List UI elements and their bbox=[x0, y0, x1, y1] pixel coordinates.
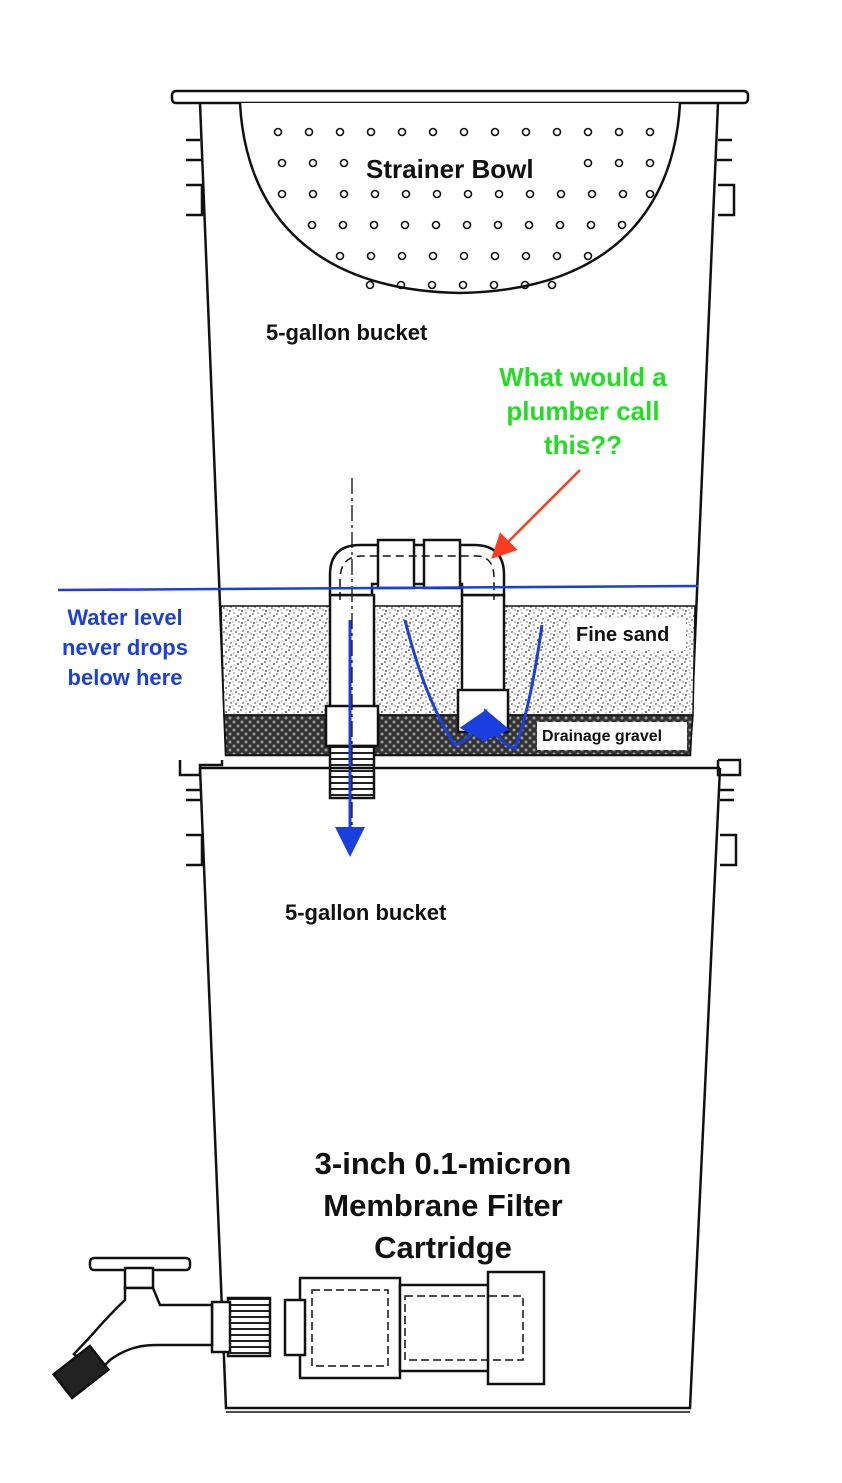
pointer-arrow bbox=[491, 469, 581, 559]
strainer-bowl bbox=[238, 102, 682, 295]
water-level-label: Water level never drops below here bbox=[62, 605, 188, 690]
strainer-bowl-label: Strainer Bowl bbox=[366, 154, 534, 184]
fine-sand-label: Fine sand bbox=[576, 624, 670, 646]
spigot bbox=[51, 1256, 214, 1400]
upper-bucket-label: 5-gallon bucket bbox=[266, 320, 428, 345]
question-label: What would a plumber call this?? bbox=[499, 362, 667, 460]
strainer-holes bbox=[273, 127, 655, 290]
membrane-filter-label: 3-inch 0.1-micron Membrane Filter Cartri… bbox=[314, 1146, 572, 1265]
upper-bucket bbox=[170, 89, 750, 757]
membrane-filter bbox=[210, 1270, 546, 1386]
flow-arrows bbox=[335, 619, 544, 857]
lower-bucket-label: 5-gallon bucket bbox=[285, 900, 447, 925]
lower-bucket bbox=[178, 758, 742, 1413]
water-level-line bbox=[57, 584, 699, 592]
drainage-gravel-label: Drainage gravel bbox=[542, 728, 663, 745]
